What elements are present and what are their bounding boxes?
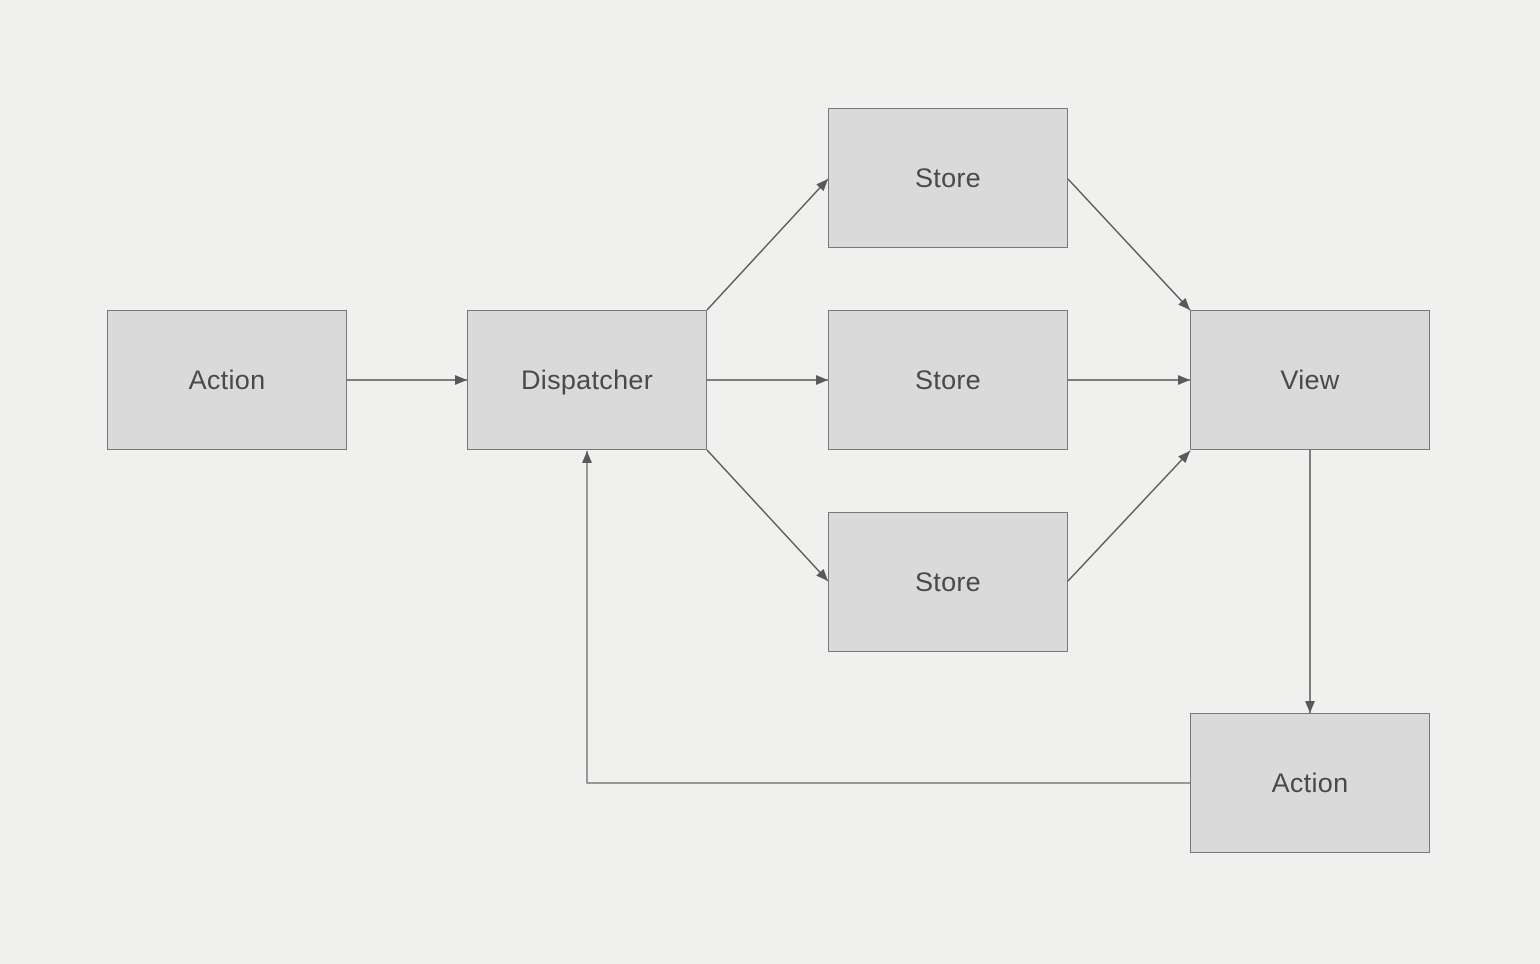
node-store-top: Store <box>828 108 1068 248</box>
node-store-bottom-label: Store <box>914 566 982 597</box>
node-view: View <box>1190 310 1430 450</box>
node-view-label: View <box>1280 364 1340 395</box>
node-dispatcher-label: Dispatcher <box>520 364 654 395</box>
node-action-bottom: Action <box>1190 713 1430 853</box>
node-action-left: Action <box>107 310 347 450</box>
edge-store-bottom-to-view <box>1067 450 1191 582</box>
node-store-bottom: Store <box>828 512 1068 652</box>
edge-action-feedback-to-dispatcher <box>582 451 1190 784</box>
edge-dispatcher-to-store-bottom <box>706 449 829 582</box>
edge-store-top-to-view <box>1067 178 1191 311</box>
node-store-top-label: Store <box>914 162 982 193</box>
node-action-left-label: Action <box>188 364 266 395</box>
node-dispatcher: Dispatcher <box>467 310 707 450</box>
node-store-middle-label: Store <box>914 364 982 395</box>
node-store-middle: Store <box>828 310 1068 450</box>
edge-dispatcher-to-store-top <box>706 178 829 311</box>
node-action-bottom-label: Action <box>1271 767 1349 798</box>
